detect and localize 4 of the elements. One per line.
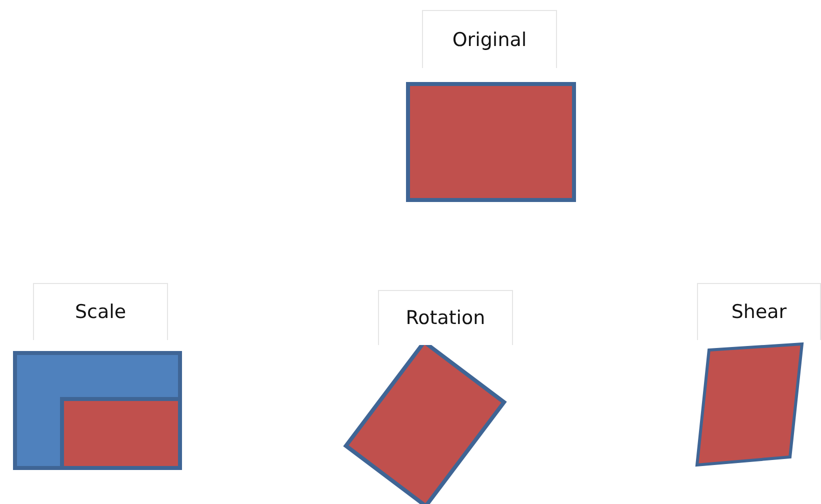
title-label: Shear [697,283,821,340]
title-label: Scale [33,283,168,340]
title-label: Rotation [378,290,513,345]
title-label: Original [422,10,557,68]
